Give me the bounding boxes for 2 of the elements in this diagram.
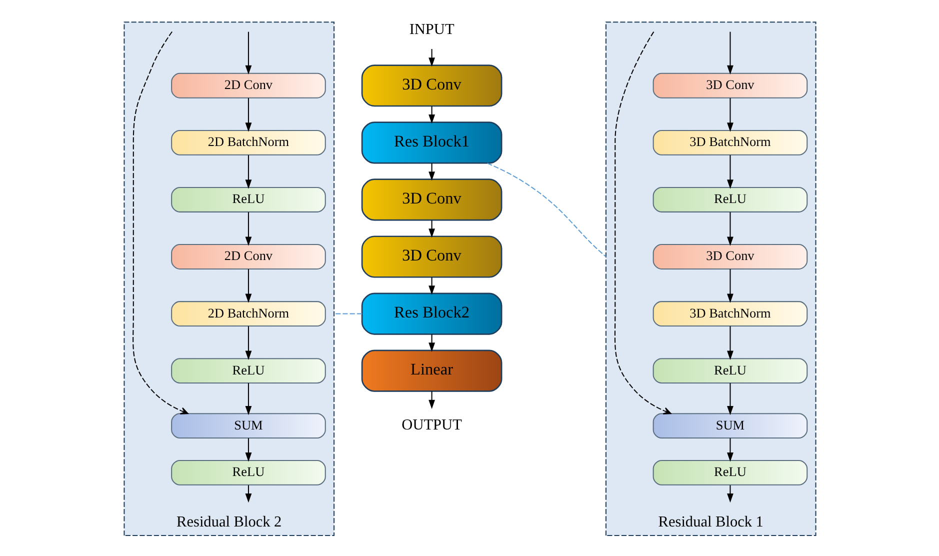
node-text: INPUT <box>408 21 454 38</box>
node-text: OUTPUT <box>401 416 462 434</box>
